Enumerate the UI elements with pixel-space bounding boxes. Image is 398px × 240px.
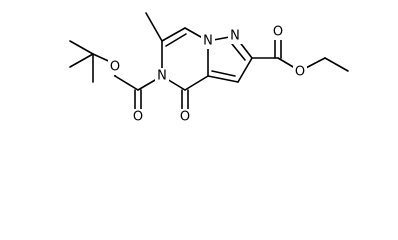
atom-o-ester-carbonyl: O xyxy=(271,24,285,40)
chemical-structure-diagram: N N N O O O O O xyxy=(69,12,349,125)
bond-tbu-me1 xyxy=(69,40,94,55)
bond-tbu-me3 xyxy=(69,53,94,68)
atom-n-bridge-label: N xyxy=(203,34,213,49)
bond-c3-c3a-inner xyxy=(211,70,236,77)
atom-labels: N N N O O O O O xyxy=(108,24,307,125)
bond-boc-c-oether xyxy=(114,75,139,91)
bond-c3a-c4 xyxy=(184,75,209,91)
atom-n-boc: N xyxy=(155,68,169,84)
bond-methyl-c6 xyxy=(145,12,163,42)
atom-o-boc-carbonyl: O xyxy=(131,109,145,125)
atom-o-boc-carbonyl-label: O xyxy=(133,110,143,125)
bond-c2-c3 xyxy=(237,57,253,83)
atom-o-carbonyl: O xyxy=(178,109,192,125)
atom-o-ester-ether-label: O xyxy=(295,65,305,80)
bond-c3-c3a xyxy=(207,75,239,83)
atom-n-boc-label: N xyxy=(157,69,167,84)
atom-o-carbonyl-label: O xyxy=(180,110,190,125)
bond-c6-c7 xyxy=(161,27,186,42)
bond-c6-c7-inner xyxy=(165,33,187,47)
atom-o-ester-ether: O xyxy=(293,64,307,80)
atom-o-boc-ether-label: O xyxy=(110,60,120,75)
atom-n-bridge: N xyxy=(201,33,215,49)
bond-n1-c2-inner xyxy=(231,43,246,61)
bond-ch2-ch3 xyxy=(324,57,349,72)
atom-n-pyrazole: N xyxy=(228,28,242,44)
atom-n-pyrazole-label: N xyxy=(230,29,240,44)
atom-o-ester-carbonyl-label: O xyxy=(273,25,283,40)
atom-o-boc-ether: O xyxy=(108,59,122,75)
